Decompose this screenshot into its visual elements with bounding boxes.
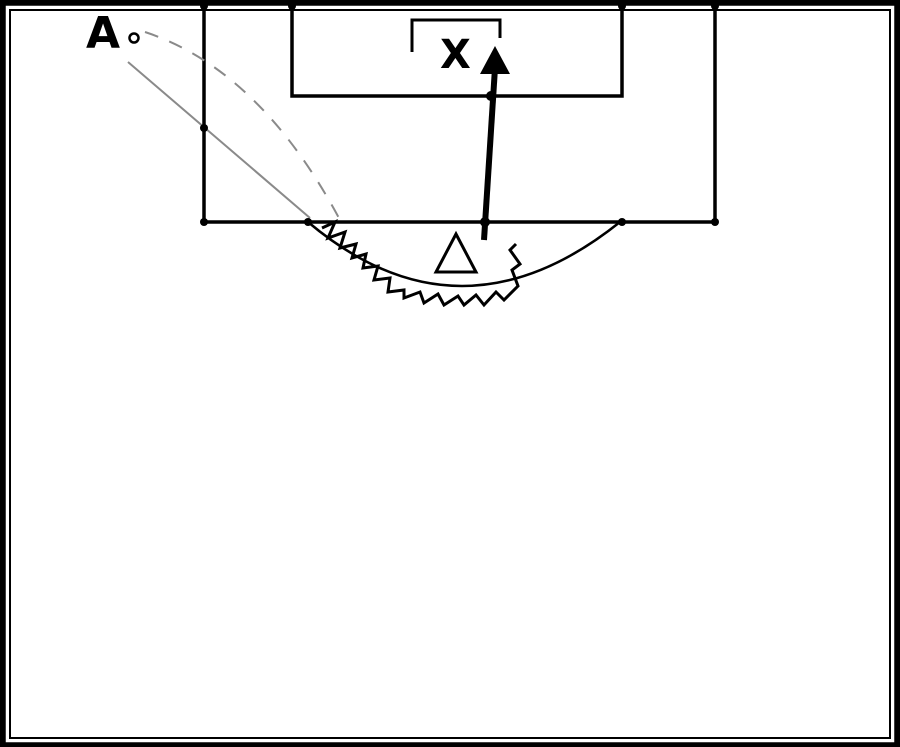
corner-dot: [200, 2, 208, 10]
corner-dot: [304, 218, 312, 226]
movement-arrow: [481, 67, 498, 241]
pass-path-dashed: [144, 31, 341, 221]
free-throw-arc: [307, 221, 621, 288]
arrowhead-icon: [480, 46, 510, 74]
court-boundary-inner: [9, 9, 891, 739]
basket-bracket: [410, 18, 502, 52]
player-x-label: X: [440, 32, 471, 78]
corner-dot: [200, 218, 208, 226]
cone-icon: [433, 230, 479, 274]
player-a-label: A: [86, 8, 120, 59]
corner-dot: [711, 218, 719, 226]
corner-dot: [618, 2, 626, 10]
corner-dot: [288, 2, 296, 10]
corner-dot: [711, 2, 719, 10]
court-surface: [4, 4, 896, 744]
lane-lines: [202, 6, 717, 224]
restricted-box: [290, 6, 624, 98]
dribble-path: [321, 218, 523, 308]
corner-dot: [618, 218, 626, 226]
player-a-dot-icon: [128, 32, 140, 44]
corner-dot: [200, 124, 208, 132]
